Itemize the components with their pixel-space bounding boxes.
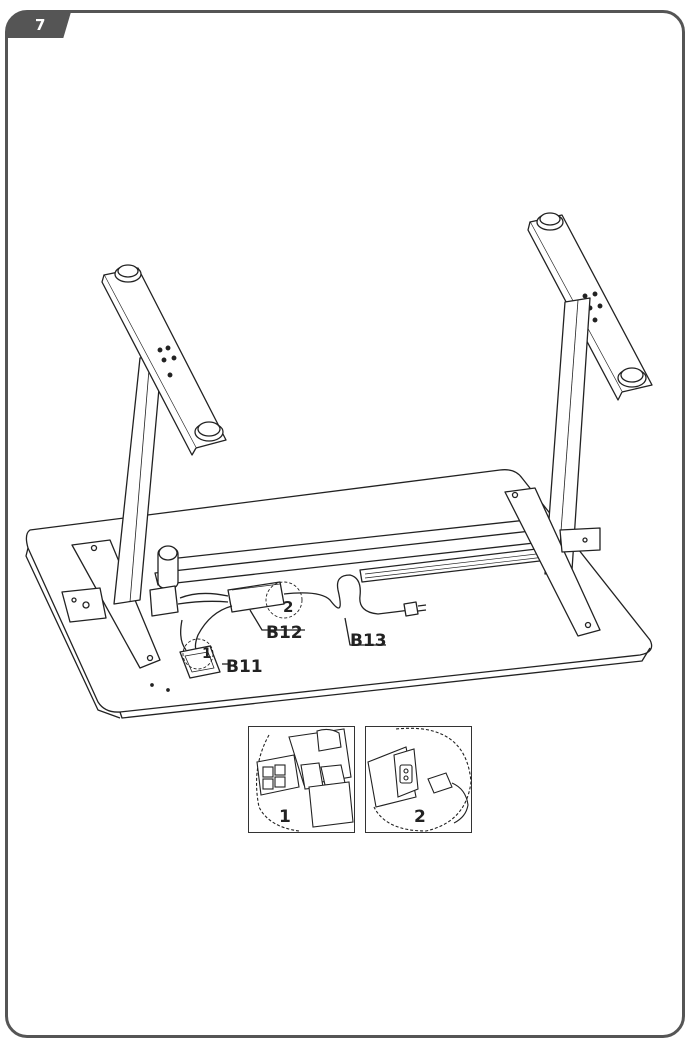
detail-2-illustration xyxy=(367,727,472,832)
label-circle-1: 1 xyxy=(202,646,212,662)
label-b13: B13 xyxy=(350,631,387,651)
detail-2-number: 2 xyxy=(414,807,426,827)
detail-circle-1 xyxy=(182,638,214,670)
right-mount-plate xyxy=(504,487,601,637)
label-b12: B12 xyxy=(266,623,303,643)
label-circle-2: 2 xyxy=(283,598,293,616)
detail-1-illustration xyxy=(256,728,354,832)
detail-view-1: 1 xyxy=(248,726,355,833)
step-number: 7 xyxy=(35,16,46,34)
right-foot xyxy=(529,214,653,393)
step-number-badge: 7 xyxy=(7,12,71,38)
left-side-plate xyxy=(61,587,107,623)
label-b11: B11 xyxy=(226,657,263,677)
detail-circle-2 xyxy=(265,581,303,619)
detail-1-number: 1 xyxy=(279,807,291,827)
detail-view-2: 2 xyxy=(365,726,472,833)
control-box-b12 xyxy=(227,581,285,613)
